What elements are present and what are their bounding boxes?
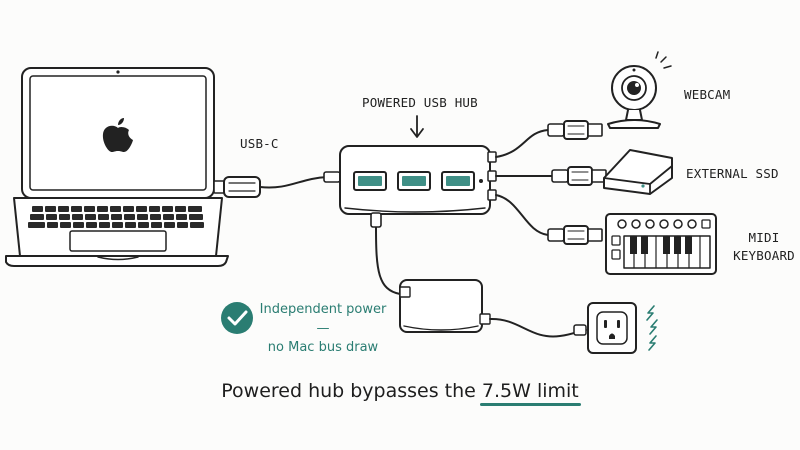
note-line-2: no Mac bus draw — [267, 340, 379, 355]
diagram-caption: Powered hub bypasses the 7.5W limit — [0, 380, 800, 406]
caption-highlight: 7.5W limit — [479, 380, 581, 406]
usb-a-plug — [551, 166, 607, 186]
usb-port — [397, 171, 431, 191]
power-adapter — [399, 279, 491, 333]
caption-text: Powered hub bypasses the — [221, 380, 482, 402]
powered-usb-hub — [339, 145, 497, 215]
usb-port — [353, 171, 387, 191]
independent-power-note: Independent power — no Mac bus draw — [258, 300, 388, 357]
midi-keyboard-icon — [605, 213, 717, 275]
usb-c-label: USB-C — [240, 136, 279, 151]
hub-label: POWERED USB HUB — [362, 95, 478, 110]
external-ssd-label: EXTERNAL SSD — [686, 166, 779, 181]
midi-label-line1: MIDI — [748, 230, 780, 245]
external-ssd-icon — [603, 149, 673, 195]
webcam-label: WEBCAM — [684, 87, 731, 102]
usb-c-cable — [213, 171, 341, 198]
usb-a-plug — [547, 120, 603, 140]
webcam-icon — [607, 51, 672, 129]
note-line-1: Independent power — — [259, 302, 387, 336]
check-badge-icon — [221, 302, 253, 334]
wall-outlet-icon — [587, 302, 637, 354]
usb-a-plug — [547, 225, 603, 245]
usb-port — [441, 171, 475, 191]
power-led — [479, 179, 483, 183]
keyboard-keys — [28, 206, 204, 228]
electricity-bolt-icon — [646, 305, 658, 351]
trackpad — [69, 230, 167, 252]
laptop — [5, 67, 229, 267]
midi-label-line2: KEYBOARD — [733, 248, 795, 263]
apple-logo-icon — [102, 118, 133, 152]
hub-arrow-icon — [410, 115, 424, 138]
